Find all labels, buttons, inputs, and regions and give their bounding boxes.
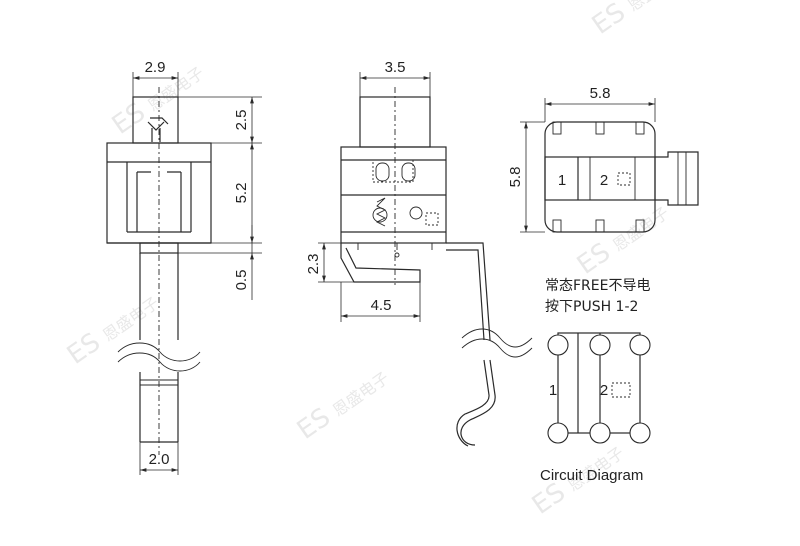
- circuit-pin-2-label: 2: [600, 382, 608, 399]
- circuit-pad: [629, 334, 651, 356]
- top-pin-2-label: 2: [600, 172, 608, 189]
- watermark-brand: ES: [107, 97, 151, 140]
- top-pin-1-label: 1: [558, 172, 566, 189]
- circuit-pad: [547, 334, 569, 356]
- circuit-note-line-2: 按下PUSH 1-2: [545, 299, 638, 315]
- top-side-lead: [655, 151, 699, 206]
- watermark-chars: 恩盛电子: [624, 0, 687, 15]
- dim-side-width-top: 2.9: [145, 59, 166, 76]
- dim-side-height-body: 5.2: [233, 183, 250, 204]
- dim-side-height-stem: 2.5: [233, 110, 250, 131]
- circuit-pin-1-label: 1: [549, 382, 557, 399]
- front-lead-left: [340, 243, 421, 283]
- front-break-lower: [461, 338, 533, 358]
- dim-top-width: 5.8: [590, 85, 611, 102]
- side-break-lower: [117, 352, 201, 372]
- side-break-upper: [117, 342, 201, 362]
- circuit-diagram: 常态FREE不导电 按下PUSH 1-2 1 2 Circuit Diagram: [540, 278, 651, 484]
- dim-side-width-pin: 2.0: [149, 451, 170, 468]
- circuit-note-line-1: 常态FREE不导电: [545, 278, 650, 294]
- watermark-brand: ES: [292, 402, 336, 445]
- circuit-pad: [629, 422, 651, 444]
- front-lead-hook: [456, 359, 496, 447]
- side-plunger-tip: [150, 117, 169, 125]
- circuit-caption: Circuit Diagram: [540, 467, 643, 484]
- dim-top-height: 5.8: [507, 167, 524, 188]
- dim-front-width-lead: 4.5: [371, 297, 392, 314]
- front-break-upper: [461, 328, 533, 348]
- top-view: 1 2 5.8 5.8: [507, 85, 699, 233]
- side-plunger-notch: [147, 121, 165, 142]
- watermark-chars: 恩盛电子: [609, 203, 672, 255]
- circuit-pad: [589, 334, 611, 356]
- dim-front-width-top: 3.5: [385, 59, 406, 76]
- dim-side-height-base: 0.5: [233, 270, 250, 291]
- watermark-chars: 恩盛电子: [99, 293, 162, 345]
- front-lead-right: [446, 242, 491, 341]
- front-view: 3.5 2.3 4.5: [305, 59, 533, 447]
- watermark-chars: 恩盛电子: [329, 368, 392, 420]
- watermark-brand: ES: [587, 0, 631, 41]
- front-spring: [375, 197, 387, 227]
- watermark-brand: ES: [572, 237, 616, 280]
- circuit-pad: [589, 422, 611, 444]
- dim-front-height-lead: 2.3: [305, 254, 322, 275]
- watermark-brand: ES: [62, 327, 106, 370]
- circuit-pad: [547, 422, 569, 444]
- side-view: 2.9 2.5 5.2 0.5 2.0: [106, 59, 262, 475]
